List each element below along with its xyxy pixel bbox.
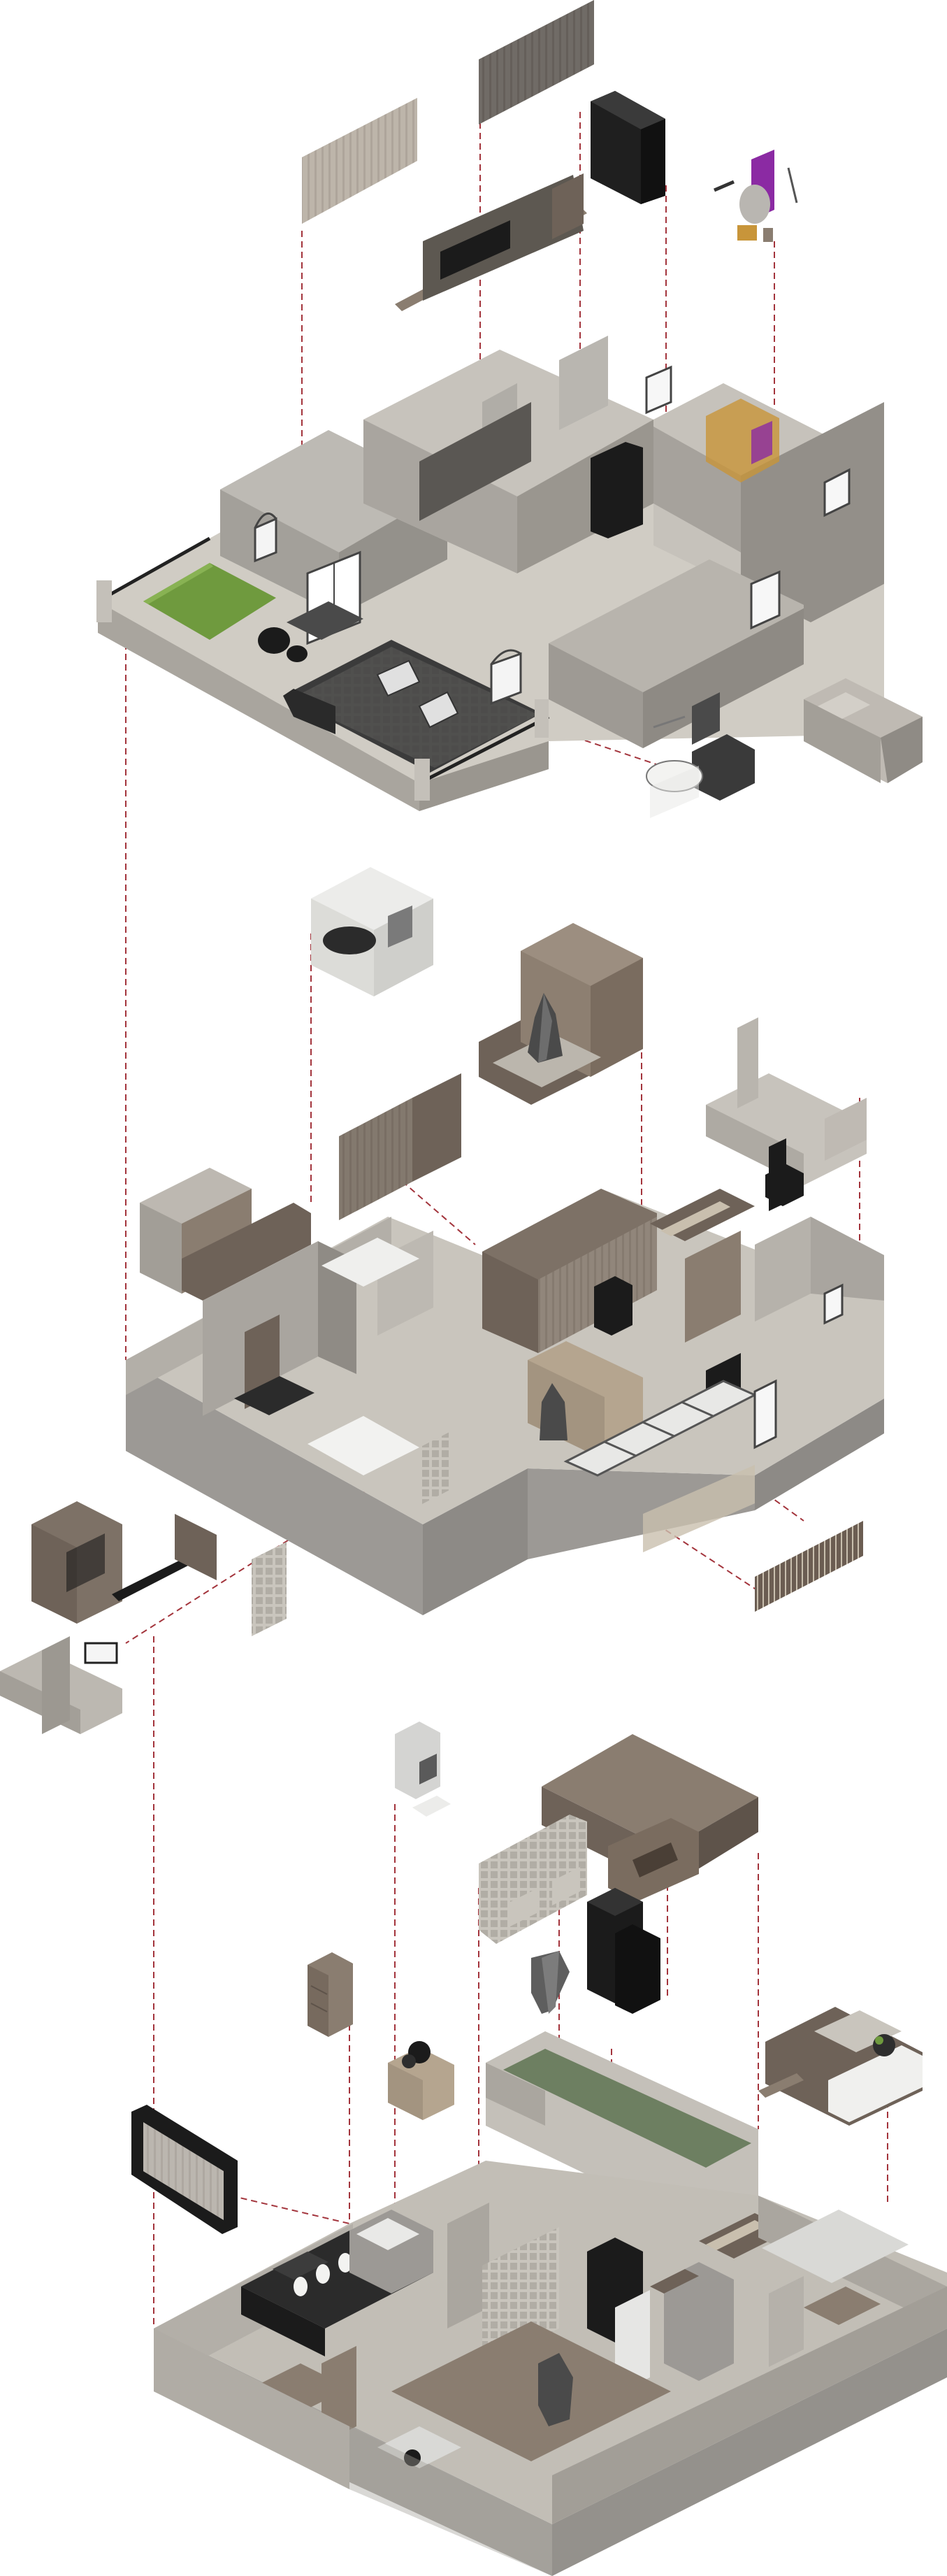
screen-icon	[252, 1542, 287, 1636]
glass-block-icon	[479, 1815, 587, 1944]
vanity-icon	[646, 692, 755, 818]
leader-line	[230, 2195, 350, 2224]
chandelier-icon	[531, 1951, 570, 2014]
tv-console-icon	[395, 173, 587, 311]
lamp-icon	[395, 1722, 451, 1817]
plant-icon	[388, 2041, 454, 2120]
terrace-icon	[758, 2007, 923, 2126]
middle-floor-icon	[126, 1189, 884, 1615]
cabinet-icon	[591, 91, 665, 204]
kitchen-icon	[0, 1636, 122, 1734]
bookcase-icon	[308, 1952, 353, 2037]
wardrobe-icon	[479, 0, 594, 124]
sofa-icon	[804, 678, 923, 783]
shower-icon	[714, 150, 798, 242]
sculpture-icon	[479, 923, 643, 1105]
desk-icon	[31, 1501, 217, 1624]
stair-icon	[140, 1168, 311, 1301]
roof-icon	[542, 1734, 758, 1902]
tall-cabinet-icon	[587, 1888, 660, 2014]
bathtub-icon	[311, 867, 433, 996]
panel-wall-icon	[302, 98, 417, 224]
artwork-icon	[131, 2105, 238, 2234]
wardrobe-wall-icon	[339, 1073, 461, 1220]
fence-icon	[755, 1521, 863, 1612]
ground-floor-icon	[154, 2031, 947, 2576]
upper-floor-icon	[96, 336, 884, 811]
shelf-icon	[706, 1017, 867, 1211]
